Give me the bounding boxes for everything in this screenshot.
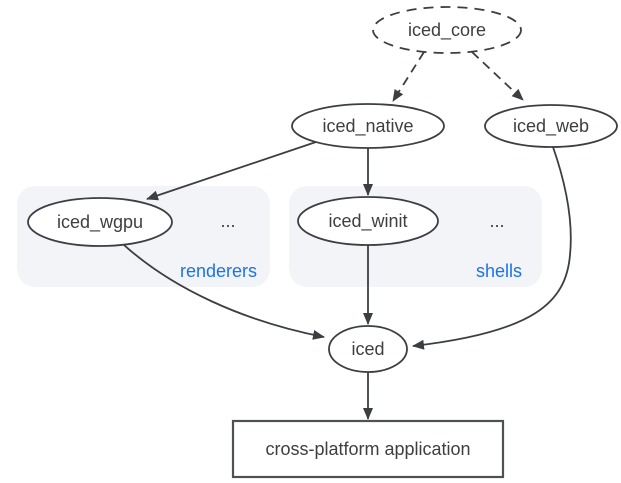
group-renderers-label: renderers — [180, 261, 257, 281]
edge-wgpu-to-iced — [123, 244, 325, 340]
node-iced-shape — [328, 325, 408, 373]
node-iced: iced — [328, 325, 408, 373]
node-iced-winit-shape — [297, 196, 439, 246]
node-iced-winit-label: iced_winit — [328, 211, 407, 232]
node-iced-label: iced — [351, 339, 384, 359]
node-iced-winit: iced_winit — [297, 196, 439, 246]
edge-core-to-native — [392, 51, 425, 102]
node-application-label: cross-platform application — [265, 439, 470, 459]
node-iced-web-label: iced_web — [513, 116, 589, 137]
group-renderers-ellipsis: ... — [220, 211, 235, 231]
node-iced-native-label: iced_native — [322, 116, 413, 137]
node-iced-native: iced_native — [291, 103, 445, 149]
node-iced-wgpu: iced_wgpu — [27, 197, 173, 247]
node-iced-web-shape — [484, 104, 618, 148]
node-iced-web: iced_web — [484, 104, 618, 148]
node-application: cross-platform application — [231, 419, 505, 479]
node-iced-core-label: iced_core — [408, 20, 486, 41]
node-iced-wgpu-shape — [27, 197, 173, 247]
edge-core-to-web — [471, 51, 524, 101]
node-iced-core: iced_core — [372, 6, 522, 54]
group-shells-label: shells — [476, 261, 522, 281]
group-shells-ellipsis: ... — [489, 211, 504, 231]
node-iced-wgpu-label: iced_wgpu — [57, 212, 143, 233]
node-iced-native-shape — [291, 103, 445, 149]
edge-native-to-wgpu — [146, 141, 317, 201]
node-application-box — [231, 419, 505, 479]
edge-web-to-iced — [412, 146, 572, 350]
node-iced-core-shape — [372, 6, 522, 54]
